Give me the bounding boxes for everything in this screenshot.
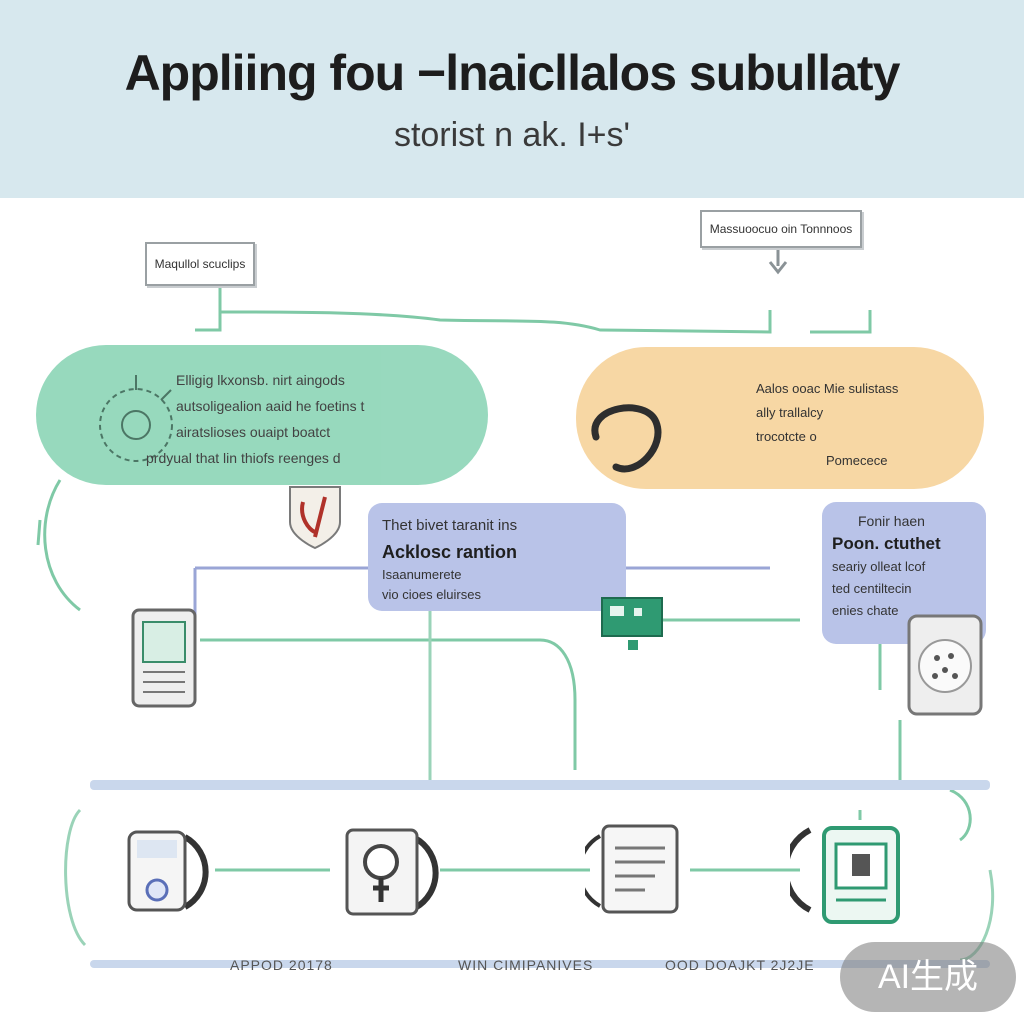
magnifier-document-icon (345, 828, 439, 916)
action-card-center: Thet bivet taranit ins Acklosc rantion I… (368, 503, 626, 611)
shield-icon (289, 486, 341, 550)
document-icon (585, 824, 679, 914)
ticket-machine-icon (131, 608, 197, 708)
card-right-line-4: ted centiltecin (832, 581, 912, 596)
display-board-icon (790, 826, 900, 924)
pill-left-line-1: Elligig lkxonsb. nirt aingods (176, 372, 345, 388)
card-right-heading: Poon. ctuthet (832, 534, 941, 553)
stage-pill-left: Elligig lkxonsb. nirt aingods autsoligea… (36, 345, 488, 485)
pill-right-line-2: ally trallalcy (756, 405, 824, 420)
label-top-left: Maqullol scuclips (145, 242, 255, 286)
gear-sketch-icon (99, 375, 173, 462)
device-icon (127, 830, 209, 912)
page-subtitle: storist n ak. I+s' (393, 116, 631, 154)
pill-left-line-4: prdyual that lin thiofs reenges d (146, 450, 341, 466)
label-top-right: Massuoocuo oin Tonnnoos (700, 210, 862, 248)
hook-icon (591, 404, 662, 473)
page-title: Appliing fou −lnaicllalos subullaty (124, 45, 901, 101)
pill-right-line-4: Pomecece (826, 453, 888, 468)
divider-bar-top (90, 780, 990, 790)
ai-generated-badge: AI生成 (840, 942, 1016, 1012)
card-center-line-3: Isaanumerete (382, 567, 462, 582)
pill-left-line-3: airatslioses ouaipt boatct (176, 424, 331, 440)
card-center-line-4: vio cioes eluirses (382, 587, 481, 602)
circuit-chip-icon (907, 614, 983, 716)
bottom-label-1: APPOD 20178 (230, 957, 333, 973)
card-right-line-5: enies chate (832, 603, 899, 618)
pill-right-line-3: trocotcte o (756, 429, 817, 444)
card-right-line-3: seariy olleat lcof (832, 559, 926, 574)
card-center-line-1: Thet bivet taranit ins (382, 517, 518, 534)
bottom-label-3: OOD DOAJKT 2J2JE (665, 957, 815, 973)
pill-left-line-2: autsoligealion aaid he foetins t (176, 398, 365, 414)
card-center-heading: Acklosc rantion (382, 542, 518, 562)
card-right-line-1: Fonir haen (858, 513, 925, 529)
circuit-board-icon (601, 597, 663, 650)
header-banner (0, 0, 1024, 198)
stage-pill-right: Aalos ooac Mie sulistass ally trallalcy … (576, 347, 984, 489)
pill-right-line-1: Aalos ooac Mie sulistass (756, 381, 899, 396)
bottom-label-2: WIN CIMIPANIVES (458, 957, 594, 973)
divider-bar-bottom (90, 960, 990, 968)
